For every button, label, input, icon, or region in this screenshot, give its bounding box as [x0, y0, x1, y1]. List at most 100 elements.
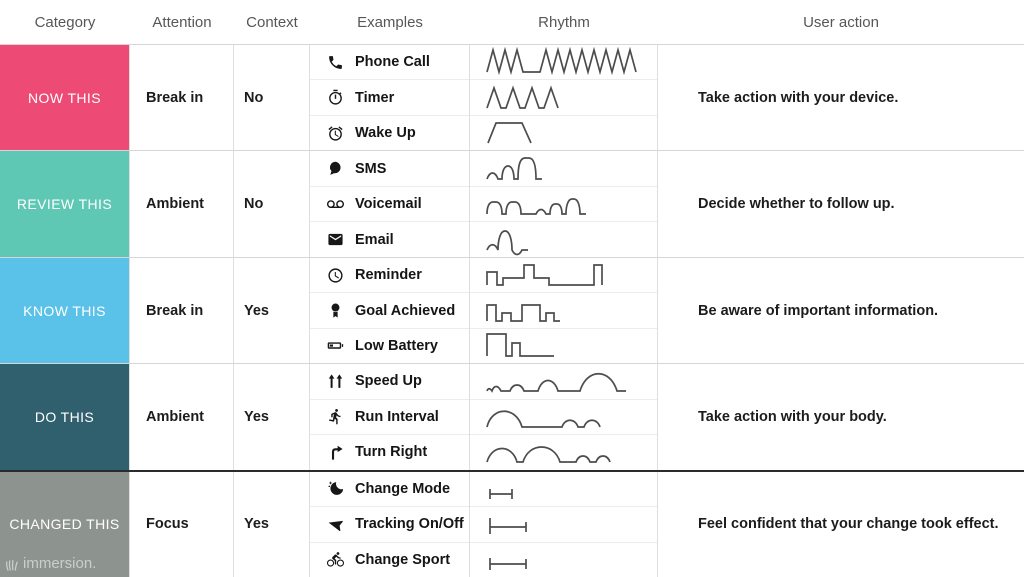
column-header-context: Context: [246, 13, 298, 31]
rhythm-waveform: [470, 114, 657, 150]
alarm-clock-icon: [327, 125, 344, 142]
turn-right-icon: [327, 444, 344, 461]
example-label: Speed Up: [355, 373, 422, 390]
column-header-rhythm: Rhythm: [538, 13, 590, 31]
example-item: Wake Up: [310, 114, 469, 150]
rhythm-waveform: [470, 185, 657, 221]
example-label: Goal Achieved: [355, 302, 456, 319]
category-cell: KNOW THIS: [0, 257, 130, 364]
example-label: Change Mode: [355, 480, 451, 497]
column-header-user-action: User action: [803, 13, 879, 31]
category-cell: NOW THIS: [0, 45, 130, 151]
rhythm-cell: [470, 45, 658, 151]
example-item: Email: [310, 221, 469, 256]
rhythm-waveform: [470, 364, 657, 398]
attention-cell: Ambient: [130, 151, 234, 257]
rhythm-waveform: [470, 45, 657, 79]
user-action-cell: Decide whether to follow up.: [698, 196, 895, 213]
moon-icon: [327, 480, 344, 497]
example-item: Turn Right: [310, 434, 469, 469]
context-cell: Yes: [234, 257, 310, 364]
example-label: Low Battery: [355, 337, 438, 354]
rhythm-waveform: [470, 327, 657, 363]
example-label: Phone Call: [355, 54, 430, 71]
rhythm-cell: [470, 257, 658, 364]
example-item: Goal Achieved: [310, 292, 469, 327]
example-label: Change Sport: [355, 551, 451, 568]
example-label: SMS: [355, 160, 387, 177]
rhythm-cell: [470, 364, 658, 470]
example-label: Tracking On/Off: [355, 516, 464, 533]
immersion-hand-logo: [5, 555, 20, 572]
example-label: Run Interval: [355, 408, 439, 425]
rhythm-waveform: [470, 541, 657, 577]
rhythm-waveform: [470, 79, 657, 114]
example-item: Low Battery: [310, 327, 469, 363]
example-item: Run Interval: [310, 398, 469, 434]
timer-icon: [327, 89, 344, 106]
runner-icon: [327, 408, 344, 425]
example-item: Reminder: [310, 258, 469, 292]
example-item: Phone Call: [310, 45, 469, 79]
column-header-attention: Attention: [152, 13, 212, 31]
rhythm-waveform: [470, 506, 657, 541]
example-label: Turn Right: [355, 444, 428, 461]
example-label: Wake Up: [355, 125, 416, 142]
context-cell: Yes: [234, 364, 310, 470]
email-icon: [327, 231, 344, 248]
clock-icon: [327, 267, 344, 284]
rhythm-cell: [470, 151, 658, 257]
rhythm-waveform: [470, 434, 657, 469]
bike-icon: [327, 551, 344, 568]
example-item: Change Sport: [310, 541, 469, 577]
user-action-cell: Take action with your device.: [698, 89, 899, 106]
example-item: Tracking On/Off: [310, 506, 469, 541]
rhythm-waveform: [470, 292, 657, 327]
user-action-cell: Be aware of important information.: [698, 302, 939, 319]
context-cell: No: [234, 151, 310, 257]
example-label: Timer: [355, 89, 395, 106]
example-item: Timer: [310, 79, 469, 114]
user-action-cell: Take action with your body.: [698, 408, 887, 425]
sms-icon: [327, 160, 344, 177]
example-label: Voicemail: [355, 196, 422, 213]
speed-up-icon: [327, 373, 344, 390]
user-action-cell: Feel confident that your change took eff…: [698, 516, 999, 533]
phone-icon: [327, 54, 344, 71]
rhythm-waveform: [470, 398, 657, 434]
example-item: SMS: [310, 151, 469, 185]
header-row: Category Attention Context Examples Rhyt…: [0, 0, 1024, 44]
attention-cell: Break in: [130, 45, 234, 151]
context-cell: Yes: [234, 471, 310, 577]
voicemail-icon: [327, 196, 344, 213]
example-item: Change Mode: [310, 472, 469, 506]
context-cell: No: [234, 45, 310, 151]
example-item: Speed Up: [310, 364, 469, 398]
attention-cell: Ambient: [130, 364, 234, 470]
attention-cell: Focus: [130, 471, 234, 577]
example-label: Reminder: [355, 267, 422, 284]
battery-icon: [327, 337, 344, 354]
immersion-watermark: immersion.: [5, 555, 96, 572]
rhythm-waveform: [470, 151, 657, 185]
immersion-watermark-text: immersion.: [23, 555, 97, 572]
medal-icon: [327, 302, 344, 319]
category-cell: CHANGED THIS: [0, 471, 130, 577]
example-item: Voicemail: [310, 185, 469, 221]
category-cell: DO THIS: [0, 364, 130, 470]
rhythm-waveform: [470, 258, 657, 292]
navigation-icon: [327, 516, 344, 533]
attention-cell: Break in: [130, 257, 234, 364]
example-label: Email: [355, 231, 394, 248]
column-header-examples: Examples: [357, 13, 423, 31]
